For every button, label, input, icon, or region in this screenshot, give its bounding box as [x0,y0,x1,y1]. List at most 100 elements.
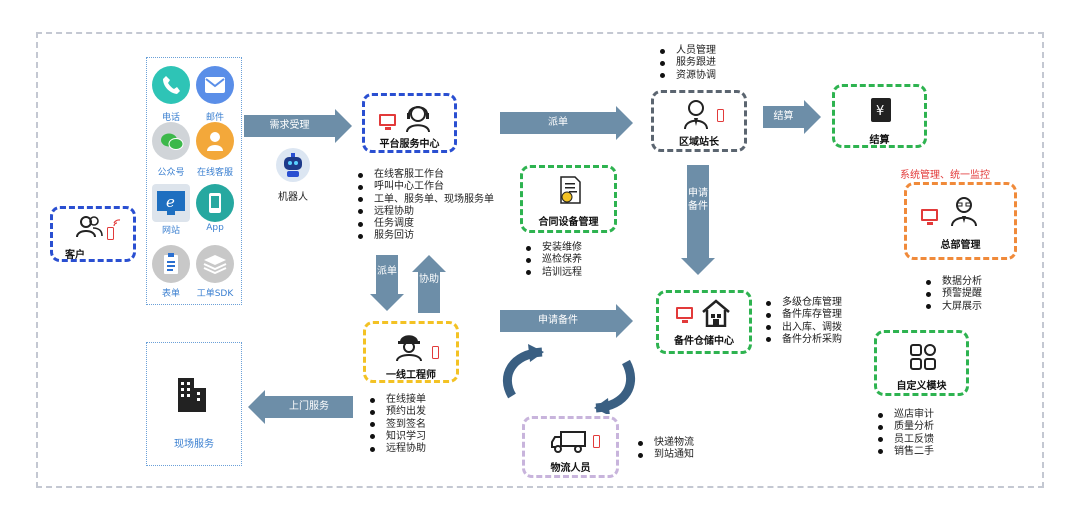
dispatch-region-label: 派单 [548,117,568,128]
contract-node: 合同设备管理 [520,165,617,233]
assist-up-arrow: 协助 [412,255,446,313]
cycle-arrows-icon [502,344,636,414]
mobile-phone-icon [107,227,114,240]
engineer-label: 一线工程师 [386,370,436,381]
logistics-label: 物流人员 [550,463,591,474]
form-icon[interactable] [152,245,190,283]
channel-label: App [206,223,224,233]
channel-label: 邮件 [205,113,224,123]
apply-parts-vertical-label: 申请备件 [688,188,708,212]
dispatch-down-label: 派单 [377,266,397,277]
phone-icon[interactable] [152,66,190,104]
onsite-service-label: 上门服务 [289,401,329,412]
list-item: 工单、服务单、现场服务单 [356,194,494,206]
customer-service-icon[interactable] [196,122,234,160]
list-item: 备件分析采购 [764,334,842,346]
list-item: 培训远程 [524,267,582,279]
sdk-layers-icon[interactable] [196,245,234,283]
channel-label: 网站 [161,226,180,236]
hq-label: 总部管理 [940,240,981,251]
list-item: 在线客服工作台 [356,169,494,181]
list-item: 在线接单 [368,394,426,406]
hq-items: 数据分析 预警提醒 大屏展示 [924,276,982,313]
hq-node: 总部管理 [904,182,1017,260]
list-item: 巡店审计 [876,409,934,421]
svg-text:e: e [166,193,175,211]
grid-apps-icon [910,344,936,370]
channel-label: 电话 [161,113,180,123]
list-item: 服务跟进 [658,57,716,69]
list-item: 人员管理 [658,45,716,57]
list-item: 快递物流 [636,437,694,449]
list-item: 员工反馈 [876,434,934,446]
list-item: 签到签名 [368,419,426,431]
list-item: 远程协助 [368,443,426,455]
settlement-node: ¥ 结算 [832,84,927,148]
custom-items: 巡店审计 质量分析 员工反馈 销售二手 [876,409,934,458]
onsite-service-arrow: 上门服务 [248,390,353,424]
building-icon [178,378,206,412]
users-icon [76,216,103,238]
settlement-label: 结算 [869,135,890,146]
mobile-phone-icon [432,346,439,359]
mail-icon[interactable] [196,66,234,104]
demand-arrow-label: 需求受理 [269,120,310,131]
list-item: 安装维修 [524,242,582,254]
channel-label: 在线客服 [196,168,233,178]
manager-icon [684,100,708,130]
contract-document-icon [560,176,581,204]
list-item: 预约出发 [368,406,426,418]
settle-arrow: 结算 [763,100,821,134]
dispatch-down-arrow: 派单 [370,255,404,311]
channel-label: 表单 [161,289,180,299]
apply-parts-vertical-arrow: 申请备件 [681,165,715,275]
list-item: 数据分析 [924,276,982,288]
demand-arrow: 需求受理 [244,109,352,143]
channel-label: 工单SDK [196,289,234,299]
warehouse-house-icon [702,299,730,327]
svg-text:¥: ¥ [876,104,884,119]
region-node: 区域站长 [651,90,747,152]
wechat-icon[interactable] [152,122,190,160]
mobile-phone-icon [717,109,724,122]
executive-icon [951,197,977,227]
warehouse-node: 备件仓储中心 [656,290,752,354]
list-item: 销售二手 [876,446,934,458]
logistics-items: 快递物流 到站通知 [636,437,694,462]
warehouse-items: 多级仓库管理 备件库存管理 出入库、调拨 备件分析采购 [764,297,842,346]
list-item: 服务回访 [356,230,494,242]
list-item: 到站通知 [636,449,694,461]
customer-node: 客户 [50,206,136,262]
list-item: 多级仓库管理 [764,297,842,309]
diagram-frame [36,32,1044,488]
hq-caption: 系统管理、统一监控 [900,170,990,181]
onsite-service-panel [146,342,242,466]
monitor-icon [676,307,693,323]
list-item: 知识学习 [368,431,426,443]
dispatch-region-arrow: 派单 [500,106,633,140]
onsite-service-label: 现场服务 [174,439,214,450]
monitor-icon [921,209,938,225]
logistics-node: 物流人员 [522,416,619,478]
platform-node: 平台服务中心 [362,93,457,153]
warehouse-label: 备件仓储中心 [674,336,734,347]
list-item: 巡检保养 [524,254,582,266]
browser-icon[interactable]: e [152,184,190,222]
channel-label: 公众号 [157,168,185,178]
settle-arrow-label: 结算 [773,111,794,122]
list-item: 呼叫中心工作台 [356,181,494,193]
engineer-node: 一线工程师 [363,321,459,383]
app-icon[interactable] [196,184,234,222]
list-item: 任务调度 [356,218,494,230]
list-item: 质量分析 [876,421,934,433]
mobile-phone-icon [593,435,600,448]
signal-icon [113,219,121,227]
monitor-icon [379,114,396,130]
truck-icon [551,431,586,453]
contract-items: 安装维修 巡检保养 培训远程 [524,242,582,279]
contract-label: 合同设备管理 [538,217,599,228]
robot-label: 机器人 [278,192,308,203]
engineer-helmet-icon [396,335,422,362]
headset-agent-icon [406,106,430,133]
list-item: 大屏展示 [924,301,982,313]
